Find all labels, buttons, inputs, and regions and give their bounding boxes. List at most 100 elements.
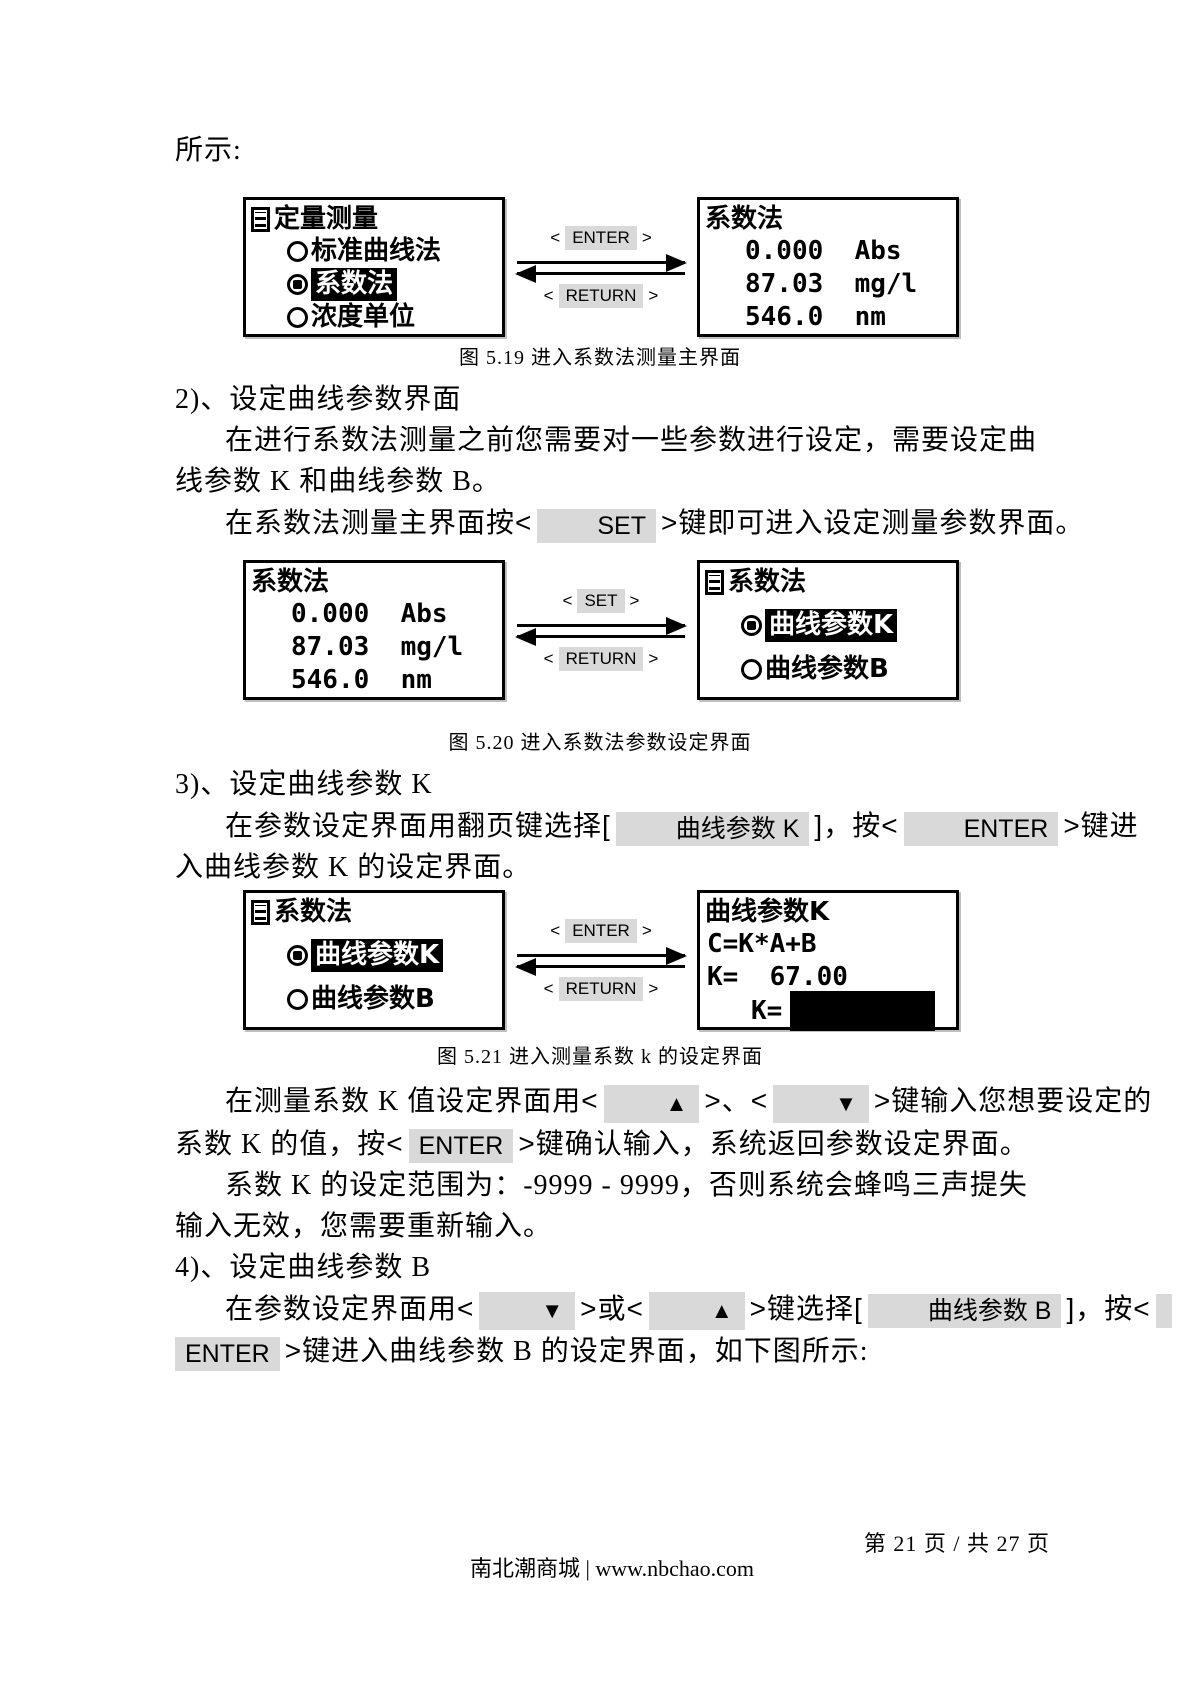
angle-open: < xyxy=(881,810,899,841)
paragraph-line: 输入无效，您需要重新输入。 xyxy=(175,1210,553,1242)
up-arrow-key-chip: ▲ xyxy=(648,1292,745,1331)
lcd-k-input-row: K= xyxy=(749,991,951,1031)
angle-open: < xyxy=(543,286,554,305)
lcd-title: 系数法 xyxy=(705,566,951,598)
text-segment: 键进入曲线参数 B 的设定界面，如下图所示: xyxy=(302,1336,869,1368)
angle-close: > xyxy=(749,1292,768,1324)
bracket-close: ] xyxy=(1066,1292,1076,1324)
angle-open: < xyxy=(750,1085,769,1116)
paragraph-line: 在参数设定界面用<▼>或<▲>键选择[曲线参数 B]，按< xyxy=(175,1288,1172,1331)
lcd-title: 定量测量 xyxy=(251,203,497,235)
menu-item-label: 曲线参数B xyxy=(311,984,435,1014)
menu-icon xyxy=(705,569,724,595)
angle-close: > xyxy=(641,921,652,940)
arrow-left-icon xyxy=(517,965,685,968)
param-k-chip: 曲线参数 K xyxy=(615,811,810,846)
lcd-reading-wavelength: 546.0 nm xyxy=(291,665,432,695)
key-label-enter: < ENTER > xyxy=(550,226,652,250)
return-key-chip: RETURN xyxy=(558,647,644,671)
angle-close: > xyxy=(873,1085,892,1116)
transition-arrows: < ENTER > < RETURN > xyxy=(505,919,697,1001)
menu-item-label: 标准曲线法 xyxy=(311,236,442,266)
enter-key-chip: ENTER xyxy=(565,226,637,250)
angle-close: > xyxy=(1063,810,1081,841)
enter-key-chip-fragment xyxy=(1155,1294,1172,1329)
menu-item: 曲线参数B xyxy=(741,653,951,686)
menu-item: 曲线参数B xyxy=(287,983,497,1016)
lcd-title-text: 定量测量 xyxy=(274,204,379,234)
figure-5-20: 系数法 0.000 Abs 87.03 mg/l 546.0 nm < SET … xyxy=(243,560,1035,700)
menu-item: 系数法 xyxy=(287,268,497,301)
transition-arrows: < ENTER > < RETURN > xyxy=(505,226,697,308)
radio-selected-icon xyxy=(741,615,762,636)
menu-item-label-selected: 曲线参数K xyxy=(765,609,898,642)
text-segment: 键即可进入设定测量参数界面。 xyxy=(678,508,1085,539)
text-segment: ，按 xyxy=(1075,1293,1134,1325)
lcd-screen-coefficient: 系数法 0.000 Abs 87.03 mg/l 546.0 nm xyxy=(697,197,959,337)
text-segment: 或 xyxy=(597,1293,627,1325)
text-segment: 在参数设定界面用翻页键选择 xyxy=(225,811,603,842)
section-2-heading: 2)、设定曲线参数界面 xyxy=(175,384,462,415)
angle-open: < xyxy=(1133,1292,1151,1324)
lcd-screen-coefficient: 系数法 0.000 Abs 87.03 mg/l 546.0 nm xyxy=(243,560,505,700)
radio-icon xyxy=(287,241,308,262)
menu-item-label-selected: 系数法 xyxy=(311,268,398,301)
menu-item: 曲线参数K xyxy=(287,939,497,972)
lcd-title: 曲线参数K xyxy=(705,896,951,928)
text-segment: 键确认输入，系统返回参数设定界面。 xyxy=(535,1128,1029,1160)
menu-icon xyxy=(251,899,270,925)
menu-icon xyxy=(251,206,270,232)
paragraph-line: 在测量系数 K 值设定界面用<▲>、<▼>键输入您想要设定的 xyxy=(175,1080,1151,1123)
text-segment: 键选择 xyxy=(767,1293,855,1325)
down-arrow-key-chip: ▼ xyxy=(773,1084,869,1123)
page-number: 第 21 页 / 共 27 页 xyxy=(863,1531,1050,1556)
key-label-return: < RETURN > xyxy=(543,284,658,308)
angle-close: > xyxy=(580,1292,598,1324)
lcd-input-cursor-block xyxy=(790,991,936,1031)
down-arrow-key-chip: ▼ xyxy=(479,1292,576,1331)
lcd-screen-param-k: 曲线参数K C=K*A+B K= 67.00 K= xyxy=(697,890,959,1031)
menu-item-label: 曲线参数B xyxy=(765,654,889,684)
radio-selected-icon xyxy=(287,274,308,295)
site-footer: 南北潮商城 | www.nbchao.com xyxy=(469,1556,755,1581)
angle-close: > xyxy=(518,1127,536,1159)
angle-close: > xyxy=(704,1085,722,1116)
angle-close: > xyxy=(641,228,652,247)
text-segment: 系数 K 的值，按 xyxy=(175,1128,387,1160)
menu-item: 标准曲线法 xyxy=(287,235,497,268)
set-key-chip: SET xyxy=(537,508,656,543)
figure-caption-5-19: 图 5.19 进入系数法测量主界面 xyxy=(459,347,741,369)
angle-close: > xyxy=(648,649,659,668)
radio-icon xyxy=(741,659,762,680)
page-content: 所示: 定量测量 标准曲线法 系数法 浓度单位 xyxy=(175,0,1172,1372)
menu-item: 曲线参数K xyxy=(741,609,951,642)
angle-open: < xyxy=(457,1292,475,1324)
up-arrow-key-chip: ▲ xyxy=(603,1084,700,1123)
set-key-chip: SET xyxy=(577,589,625,613)
angle-open: < xyxy=(386,1127,404,1159)
figure-caption-5-21: 图 5.21 进入测量系数 k 的设定界面 xyxy=(437,1046,763,1068)
text-segment: 在系数法测量主界面按 xyxy=(225,508,516,539)
lcd-reading-abs: 0.000 Abs xyxy=(291,599,448,629)
lcd-screen-quant-menu: 定量测量 标准曲线法 系数法 浓度单位 xyxy=(243,197,505,337)
angle-close: > xyxy=(284,1335,303,1367)
transition-arrows: < SET > < RETURN > xyxy=(505,589,697,671)
lcd-reading-wavelength: 546.0 nm xyxy=(745,302,886,332)
lcd-title: 系数法 xyxy=(251,896,497,928)
angle-open: < xyxy=(550,921,561,940)
lcd-screen-param-menu: 系数法 曲线参数K 曲线参数B xyxy=(243,890,505,1030)
key-label-return: < RETURN > xyxy=(544,647,659,671)
arrow-left-icon xyxy=(517,272,685,275)
lcd-title-text: 系数法 xyxy=(728,567,807,597)
lcd-reading-conc: 87.03 mg/l xyxy=(291,632,464,662)
text-segment: 在测量系数 K 值设定界面用 xyxy=(225,1086,582,1117)
lcd-reading-conc: 87.03 mg/l xyxy=(745,269,918,299)
text-segment: 键进 xyxy=(1080,811,1139,842)
angle-close: > xyxy=(629,591,640,610)
angle-open: < xyxy=(550,228,561,247)
radio-selected-icon xyxy=(287,945,308,966)
angle-open: < xyxy=(543,979,554,998)
figure-5-19: 定量测量 标准曲线法 系数法 浓度单位 < ENTER xyxy=(243,197,1035,337)
arrow-right-icon xyxy=(517,954,685,957)
